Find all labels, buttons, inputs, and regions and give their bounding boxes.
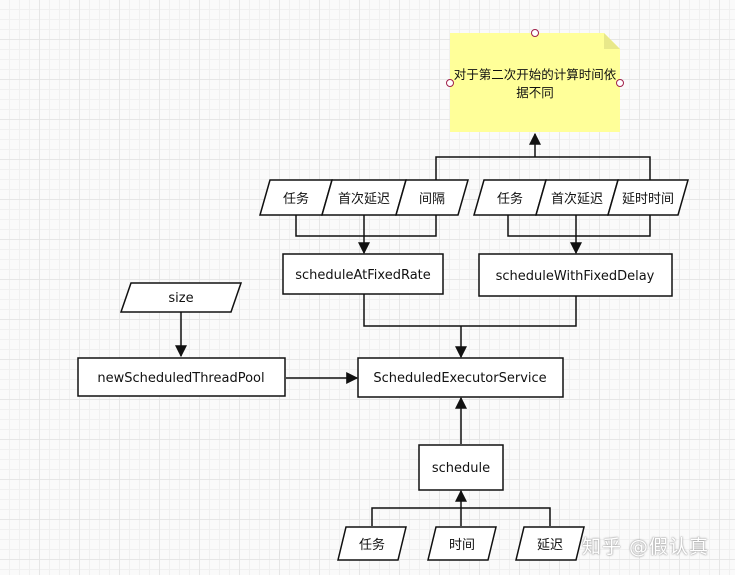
note-handle-top[interactable] [531,29,539,37]
param-size-label: size [168,291,193,306]
param-rate-initial-delay[interactable]: 首次延迟 [321,179,407,216]
param-rate-interval-label: 间隔 [419,192,445,207]
box-scheduled-executor-service[interactable]: ScheduledExecutorService [357,357,564,398]
param-delay-delay-time[interactable]: 延时时间 [607,179,689,216]
param-rate-interval[interactable]: 间隔 [395,179,469,216]
param-delay-delay-time-label: 延时时间 [622,192,674,207]
param-rate-initial-delay-label: 首次延迟 [338,191,390,207]
box-new-scheduled-thread-pool[interactable]: newScheduledThreadPool [77,357,286,397]
param-delay-initial-delay-label: 首次延迟 [551,191,603,207]
box-scheduled-executor-service-label: ScheduledExecutorService [373,371,546,386]
connector-rate-params [295,215,437,237]
note-shape [450,33,620,132]
connector-methods-to-service [363,294,577,327]
box-schedule-at-fixed-rate[interactable]: scheduleAtFixedRate [282,253,444,295]
box-schedule-with-fixed-delay[interactable]: scheduleWithFixedDelay [478,253,673,297]
connectors [175,132,651,526]
connector-delay-params [507,215,651,237]
param-schedule-delay[interactable]: 延迟 [515,526,585,561]
param-schedule-time[interactable]: 时间 [427,526,497,561]
param-schedule-task-label: 任务 [359,537,385,553]
param-delay-initial-delay[interactable]: 首次延迟 [535,179,619,216]
box-schedule[interactable]: schedule [418,444,504,491]
note-handle-right[interactable] [616,79,624,87]
box-schedule-with-fixed-delay-label: scheduleWithFixedDelay [496,269,655,284]
param-rate-task[interactable]: 任务 [259,179,333,216]
watermark: 知乎 @假认真 [582,536,710,558]
box-schedule-at-fixed-rate-label: scheduleAtFixedRate [295,268,431,283]
param-schedule-delay-label: 延迟 [537,538,563,553]
box-schedule-label: schedule [432,461,490,476]
param-size[interactable]: size [119,282,243,313]
note[interactable] [446,29,624,133]
connector-params-to-note [435,156,651,180]
param-schedule-task[interactable]: 任务 [337,526,407,561]
box-new-scheduled-thread-pool-label: newScheduledThreadPool [97,371,264,386]
param-rate-task-label: 任务 [283,191,309,207]
param-delay-task-label: 任务 [497,191,523,207]
connector-schedule-params [371,507,551,526]
note-text: 对于第二次开始的计算时间依据不同 [453,67,617,100]
note-handle-left[interactable] [446,79,454,87]
param-delay-task[interactable]: 任务 [473,179,547,216]
note-fold [604,33,620,49]
param-schedule-time-label: 时间 [449,538,475,553]
